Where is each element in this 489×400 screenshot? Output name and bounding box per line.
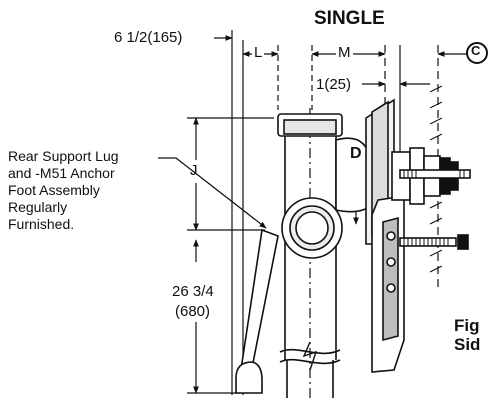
height-mm-label: (680): [175, 303, 211, 320]
view-title: SINGLE: [314, 8, 385, 29]
overall-width-label: 6 1/2(165): [114, 29, 183, 46]
dim-J-label: J: [190, 162, 198, 179]
dim-D-label: D: [350, 145, 362, 162]
dim-L-label: L: [252, 44, 265, 62]
support-note-line1: Rear Support Lug: [8, 148, 119, 164]
dim-C-label: C: [471, 43, 481, 58]
cut-off-caption: Fig Sid: [454, 316, 489, 354]
wall-hatch: [429, 85, 443, 273]
c-symbol-circle: [466, 42, 488, 64]
cut-off-caption-line1: Fig: [454, 316, 480, 335]
support-note-line3: Foot Assembly: [8, 182, 100, 198]
support-note-line5: Furnished.: [8, 216, 75, 232]
dim-M-label: M: [336, 44, 353, 62]
rod-threads: [403, 170, 465, 246]
cut-off-caption-line2: Sid: [454, 335, 481, 354]
dim-1-25-label: 1(25): [316, 76, 352, 93]
fitting-body: [235, 98, 471, 398]
support-note-line4: Regularly: [8, 199, 68, 215]
support-note-line2: and -M51 Anchor: [8, 165, 115, 181]
support-note: Rear Support Lug and -M51 Anchor Foot As…: [8, 148, 158, 233]
height-inches-label: 26 3/4: [172, 283, 214, 300]
